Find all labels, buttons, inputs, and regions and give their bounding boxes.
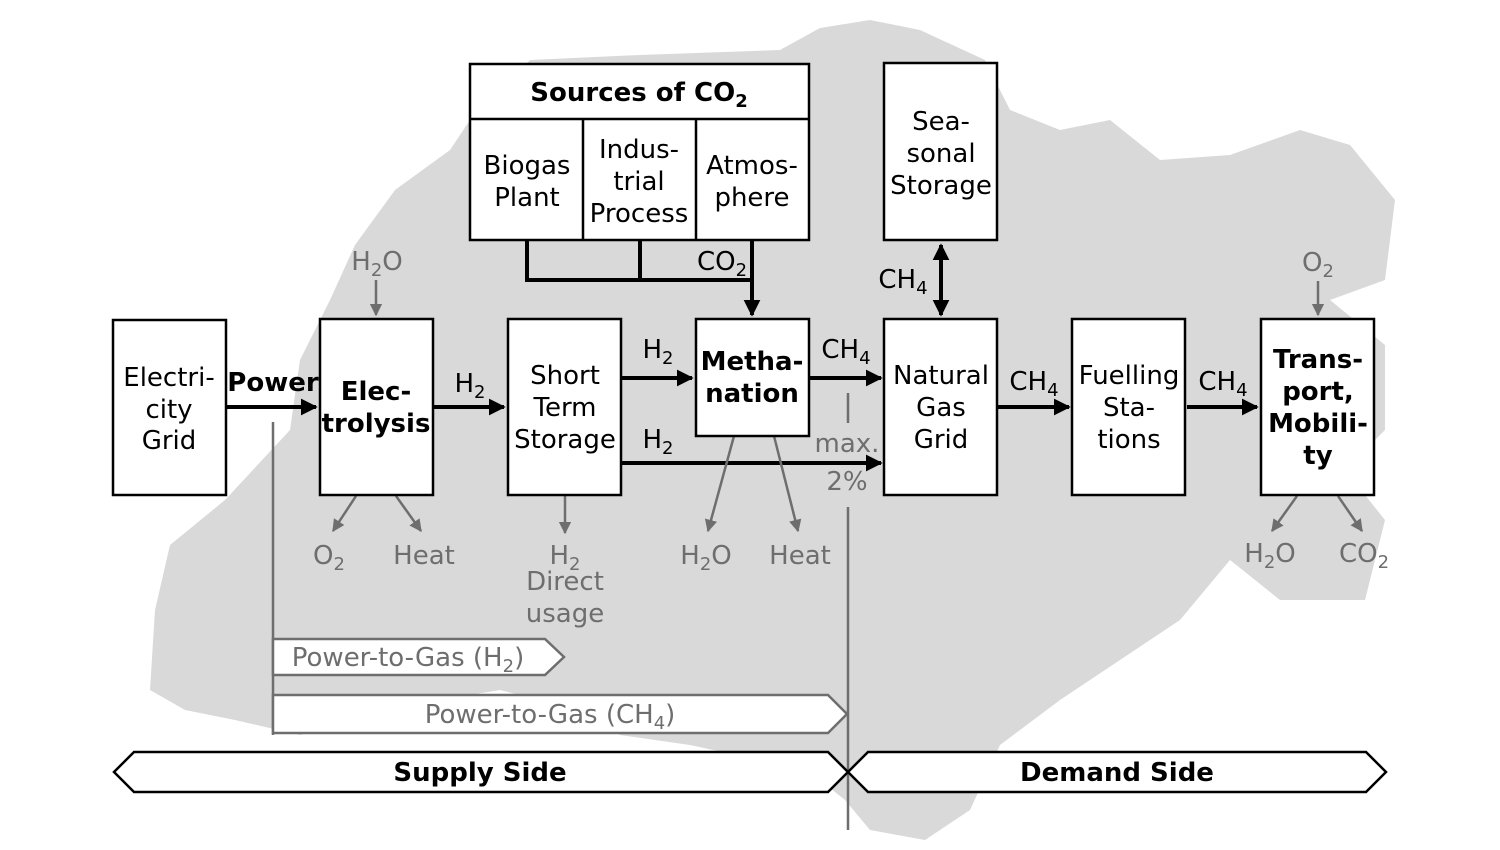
heat-output-label-methanation: Heat — [769, 541, 831, 571]
methanation-node: Metha-nation — [694, 317, 811, 438]
h2o-input-label: H2O — [351, 247, 402, 281]
svg-text:Trans-port,Mobili-ty: Trans-port,Mobili-ty — [1268, 345, 1368, 471]
power-label: Power — [227, 368, 319, 398]
max-share-label: max.2% — [815, 429, 880, 497]
h2-label-gas-grid: H2 — [642, 425, 673, 459]
power-to-gas-h2-band — [271, 637, 566, 677]
h2o-output-label-transport: H2O — [1244, 539, 1295, 573]
co2-output-label-transport: CO2 — [1339, 539, 1389, 573]
heat-output-label-electrolysis: Heat — [393, 541, 455, 571]
demand-side-label: Demand Side — [1020, 758, 1214, 788]
co2-label: CO2 — [697, 247, 747, 281]
demand-side-band — [846, 750, 1388, 794]
transport-co2-arrow — [1336, 495, 1364, 533]
h2-label-electrolysis: H2 — [454, 369, 485, 403]
co2-source-atmosphere: Atmos-phere — [706, 151, 798, 213]
electrolysis-o2-arrow — [331, 495, 358, 533]
supply-side-label: Supply Side — [393, 758, 566, 788]
transport-h2o-arrow — [1270, 495, 1299, 533]
svg-text:Metha-nation: Metha-nation — [701, 347, 804, 409]
ch4-label-fuelling: CH4 — [1009, 367, 1058, 401]
o2-output-label: O2 — [313, 541, 345, 575]
transport-mobility-node: Trans-port,Mobili-ty — [1259, 317, 1376, 497]
ch4-label-seasonal: CH4 — [878, 265, 927, 299]
power-to-gas-h2-label: Power-to-Gas (H2) — [292, 643, 524, 677]
co2-collector-line — [525, 240, 752, 282]
o2-input-label: O2 — [1302, 248, 1334, 282]
power-to-gas-ch4-band — [271, 693, 849, 735]
power-to-gas-ch4-label: Power-to-Gas (CH4) — [425, 700, 676, 734]
svg-text:Elec-trolysis: Elec-trolysis — [322, 377, 431, 439]
h2-direct-usage-label: H2 — [549, 541, 580, 575]
methanation-h2o-arrow — [704, 435, 736, 533]
h2-label-methanation: H2 — [642, 335, 673, 369]
methanation-heat-arrow — [772, 435, 802, 533]
ch4-label-transport: CH4 — [1198, 367, 1247, 401]
electrolysis-node: Elec-trolysis — [318, 317, 435, 497]
electrolysis-heat-arrow — [394, 495, 423, 533]
h2o-output-label-methanation: H2O — [680, 541, 731, 575]
co2-sources-title: Sources of CO2 — [530, 78, 747, 112]
ch4-label-methanation: CH4 — [821, 335, 870, 369]
